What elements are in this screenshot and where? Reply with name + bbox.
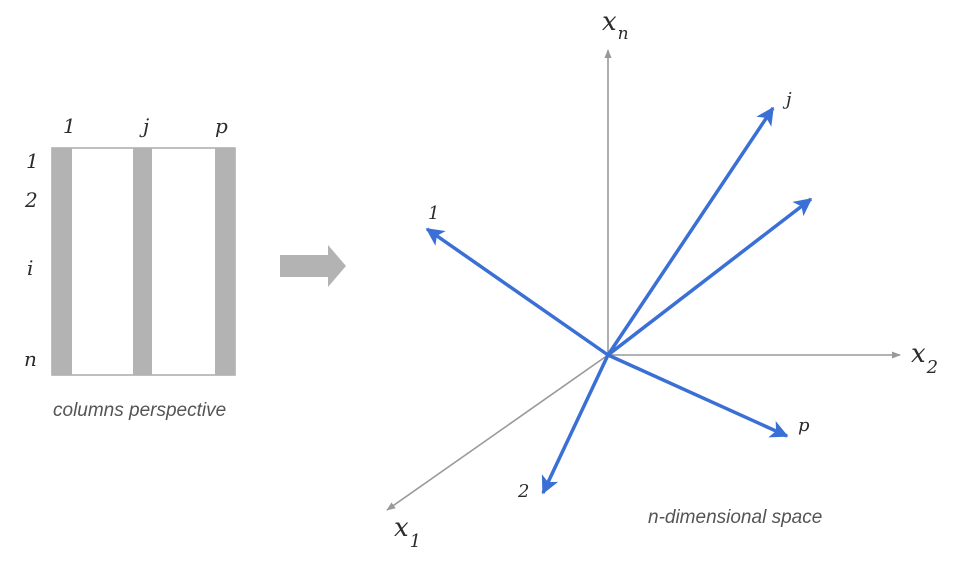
vector-j [606, 106, 775, 356]
axis-x1 [386, 354, 609, 511]
vector-unlabeled [606, 197, 813, 357]
row-label-2: 2 [24, 188, 38, 212]
transition-arrow-icon [280, 245, 346, 287]
vector-label-j: j [782, 89, 792, 110]
matrix-caption: columns perspective [53, 400, 226, 421]
column-label-1: 1 [63, 114, 76, 138]
data-matrix: 1 j p 1 2 i n columns perspective [24, 114, 236, 421]
axis-label-x1: x1 [394, 513, 421, 552]
matrix-column-p [215, 148, 235, 375]
vector-label-1: 1 [428, 203, 439, 224]
vector-label-p: p [798, 415, 810, 436]
vector-label-2: 2 [517, 481, 529, 502]
axis-label-xn: xn [602, 7, 629, 44]
matrix-column-j [133, 148, 152, 375]
matrix-column-1 [52, 148, 72, 375]
row-label-1: 1 [26, 149, 39, 173]
row-label-i: i [27, 256, 33, 280]
vector-space: xn x2 x1 1 j p 2 n-dimensional space [386, 7, 938, 552]
column-label-j: j [139, 114, 149, 138]
space-caption: n-dimensional space [648, 507, 822, 528]
axis-label-x2: x2 [911, 339, 938, 378]
vector-1 [425, 227, 609, 357]
vector-p [607, 353, 789, 438]
column-label-p: p [215, 114, 228, 138]
vector-2 [541, 354, 610, 495]
row-label-n: n [24, 347, 37, 371]
